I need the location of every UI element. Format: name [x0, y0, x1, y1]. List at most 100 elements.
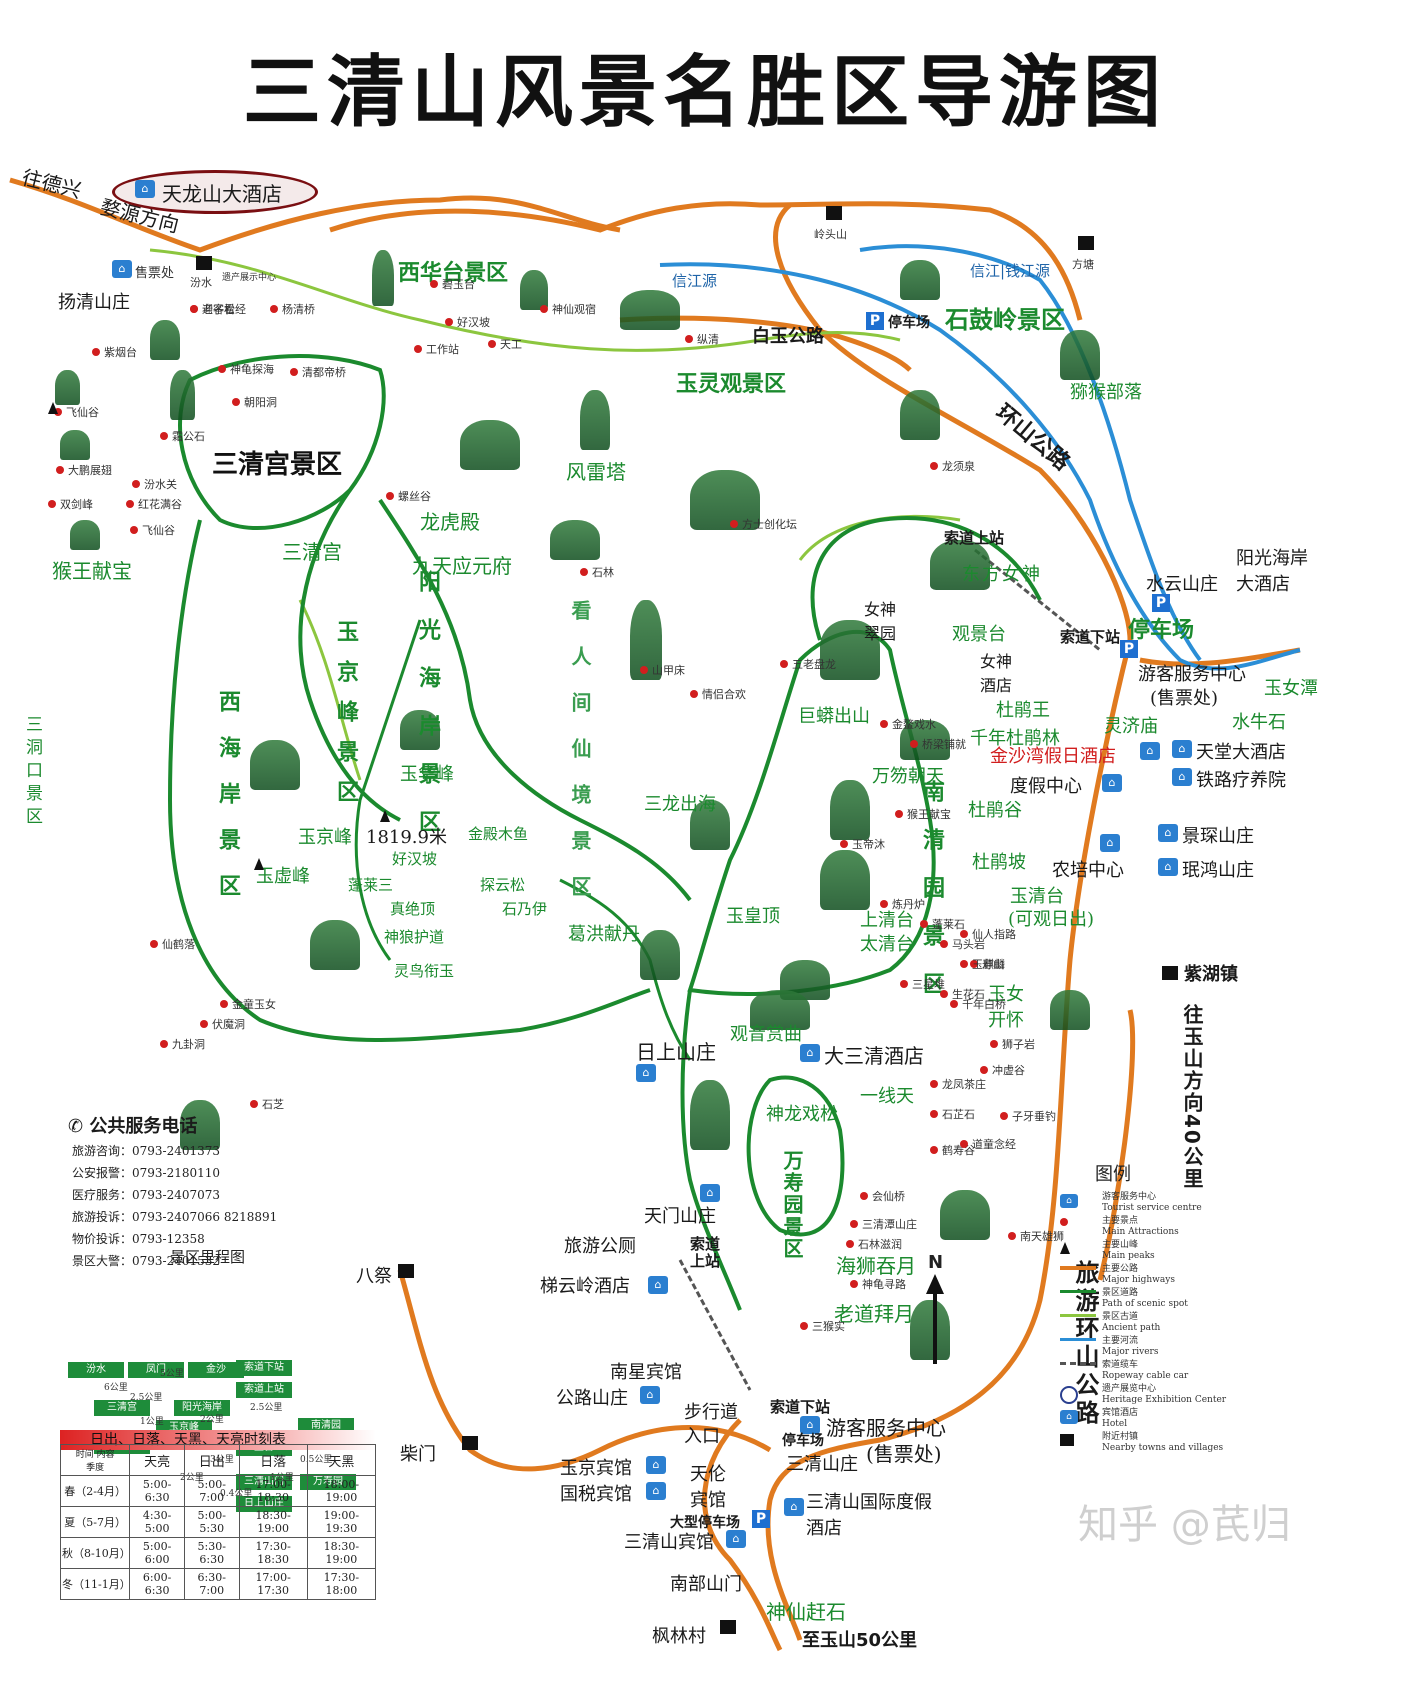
- attraction-label[interactable]: 玉麒麟: [972, 958, 1005, 971]
- label-suodao-top-station: 索道上站: [944, 529, 1005, 547]
- label-shigu-area[interactable]: 石鼓岭景区: [945, 305, 1065, 334]
- attraction-label[interactable]: 清都帝桥: [302, 366, 346, 379]
- attraction-label[interactable]: 好汉坡: [457, 316, 490, 329]
- label-visitor-center-north[interactable]: 游客服务中心: [1138, 664, 1246, 685]
- label-gonglu-villa: 公路山庄: [556, 1388, 628, 1409]
- attraction-label[interactable]: 桥梁铺就: [922, 738, 966, 751]
- attraction-dot: [930, 1110, 938, 1118]
- attraction-label[interactable]: 方士创化坛: [742, 518, 797, 531]
- attraction-label[interactable]: 杨清桥: [282, 303, 315, 316]
- attraction-label[interactable]: 飞仙谷: [142, 524, 175, 537]
- attraction-label[interactable]: 会仙桥: [872, 1190, 905, 1203]
- attraction-label[interactable]: 螺丝谷: [398, 490, 431, 503]
- label-hotel-tianlongshan[interactable]: 天龙山大酒店: [162, 182, 282, 206]
- label-sandongkou-area[interactable]: 三洞口景区: [22, 715, 42, 830]
- attraction-label[interactable]: 三星堆: [912, 978, 945, 991]
- attraction-label[interactable]: 伏魔洞: [212, 1018, 245, 1031]
- attraction-label[interactable]: 霜公石: [172, 430, 205, 443]
- attraction-label[interactable]: 道童念经: [972, 1138, 1016, 1151]
- legend-item-cn: 主要公路: [1102, 1264, 1139, 1274]
- attraction-label[interactable]: 马头岩: [952, 938, 985, 951]
- label-shenhu: 神狼护道: [384, 928, 445, 946]
- path-nanqing: [687, 630, 936, 996]
- label-xihai-area[interactable]: 西海岸景区: [215, 690, 241, 920]
- attraction-label[interactable]: 生花石: [952, 988, 985, 1001]
- attraction-label[interactable]: 工作站: [426, 343, 459, 356]
- label-shenxian: 神仙赶石: [766, 1600, 846, 1624]
- attraction-label[interactable]: 寿山: [982, 958, 1004, 971]
- attraction-label[interactable]: 石林滋润: [858, 1238, 902, 1251]
- attraction-label[interactable]: 鹤寿谷: [942, 1144, 975, 1157]
- goddess-illustration: [930, 540, 990, 590]
- attraction-label[interactable]: 大鹏展翅: [68, 464, 112, 477]
- attraction-label[interactable]: 玉帝沐: [852, 838, 885, 851]
- attraction-label[interactable]: 三清潭山庄: [862, 1218, 917, 1231]
- attraction-label[interactable]: 情侣合欢: [702, 688, 746, 701]
- peak-illustration: [690, 470, 760, 530]
- attraction-label[interactable]: 神龟寻路: [862, 1278, 906, 1291]
- label-taiqingtai: 太清台: [860, 934, 914, 955]
- attraction-label[interactable]: 红花满谷: [138, 498, 182, 511]
- attraction-label[interactable]: 双剑峰: [60, 498, 93, 511]
- attraction-label[interactable]: 子牙垂钓: [1012, 1110, 1056, 1123]
- label-jingfeng-area[interactable]: 玉京峰景区: [333, 620, 359, 820]
- attraction-label[interactable]: 龙凤茶庄: [942, 1078, 986, 1091]
- attraction-label[interactable]: 千年白桥: [962, 998, 1006, 1011]
- attraction-label[interactable]: 蓬莱石: [932, 918, 965, 931]
- attraction-label[interactable]: 老子看经: [202, 303, 246, 316]
- attraction-label[interactable]: 神仙观宿: [552, 303, 596, 316]
- attraction-label[interactable]: 狮子岩: [1002, 1038, 1035, 1051]
- attraction-label[interactable]: 猴王献宝: [907, 808, 951, 821]
- label-yangguang-hotel: 阳光海岸大酒店: [1236, 548, 1308, 595]
- label-dasanqing-hotel: 大三清酒店: [824, 1044, 924, 1068]
- attraction-label[interactable]: 南天雄狮: [1020, 1230, 1064, 1243]
- attraction-label[interactable]: 石林: [592, 566, 614, 579]
- attraction-label[interactable]: 天工: [500, 338, 522, 351]
- label-yixiantian: 一线天: [860, 1086, 914, 1107]
- label-yulingguan-area[interactable]: 玉灵观景区: [676, 371, 787, 397]
- attraction-label[interactable]: 山甲床: [652, 664, 685, 677]
- label-guoshui-hotel: 国税宾馆: [560, 1484, 632, 1505]
- attraction-label[interactable]: 石芝: [262, 1098, 284, 1111]
- attraction-dot: [840, 840, 848, 848]
- label-shinaiyi: 石乃伊: [502, 900, 548, 918]
- label-xihuatai-area[interactable]: 西华台景区: [398, 260, 509, 286]
- attraction-label[interactable]: 纵清: [697, 333, 719, 346]
- attraction-label[interactable]: 飞仙谷: [66, 406, 99, 419]
- label-guanjingtai: 观景台: [952, 624, 1006, 645]
- mileage-node: 金沙: [188, 1362, 244, 1378]
- attraction-label[interactable]: 汾水关: [144, 478, 177, 491]
- attraction-label[interactable]: 金童玉女: [232, 998, 276, 1011]
- attraction-label[interactable]: 龙须泉: [942, 460, 975, 473]
- attraction-dot: [580, 568, 588, 576]
- attraction-label[interactable]: 紫烟台: [104, 346, 137, 359]
- label-wanshouyuan-area[interactable]: 万寿园景区: [780, 1150, 804, 1260]
- label-renjian-area[interactable]: 看人间仙境景区: [568, 600, 592, 922]
- attraction-label[interactable]: 石芷石: [942, 1108, 975, 1121]
- attraction-label[interactable]: 碧玉台: [442, 278, 475, 291]
- schedule-corner-top: 时间 内容: [75, 1450, 115, 1460]
- attraction-label[interactable]: 仙鹤落: [162, 938, 195, 951]
- attraction-label[interactable]: 九卦洞: [172, 1038, 205, 1051]
- label-sanqinggong-area[interactable]: 三清宫景区: [212, 450, 343, 480]
- attraction-label[interactable]: 迎客松: [202, 303, 235, 316]
- attraction-label[interactable]: 金鳌戏水: [892, 718, 936, 731]
- label-ticket-office[interactable]: 售票处: [135, 266, 175, 281]
- attraction-label[interactable]: 仙人指路: [972, 928, 1016, 941]
- label-nanqing-area[interactable]: 南清园景区: [919, 780, 945, 1020]
- attraction-label[interactable]: 三猴实: [812, 1320, 845, 1333]
- attraction-label[interactable]: 五老盘龙: [792, 658, 836, 671]
- label-fengleita: 风雷塔: [566, 460, 626, 484]
- attraction-label[interactable]: 神龟探海: [230, 363, 274, 376]
- label-yangguang-area[interactable]: 阳光海岸景区: [415, 570, 441, 858]
- label-suodao-bottom-station-north: 索道下站: [1060, 628, 1121, 646]
- hotel-icon: ⌂: [800, 1416, 820, 1434]
- attraction-label[interactable]: 炼丹炉: [892, 898, 925, 911]
- attraction-label[interactable]: 朝阳洞: [244, 396, 277, 409]
- attraction-label[interactable]: 冲虚谷: [992, 1064, 1025, 1077]
- peak-illustration: [900, 390, 940, 440]
- attraction-dot: [48, 500, 56, 508]
- label-visitor-center-south[interactable]: 游客服务中心: [826, 1416, 946, 1440]
- schedule-cell: 春（2-4月）: [59, 1475, 131, 1507]
- peak-illustration: [1050, 990, 1090, 1030]
